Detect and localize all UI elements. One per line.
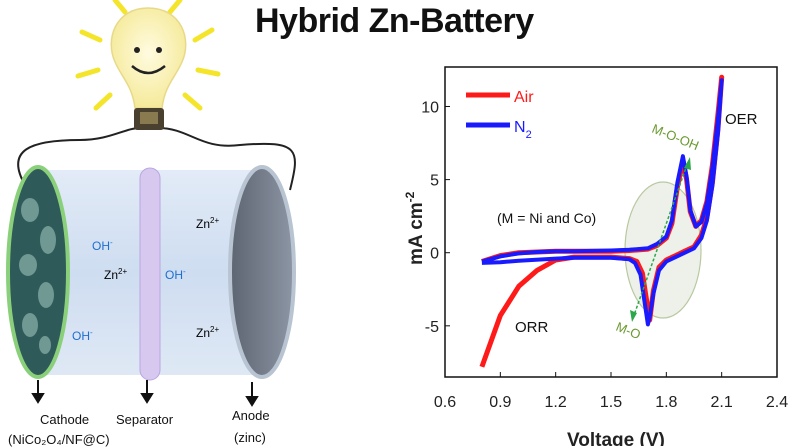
battery-diagram — [6, 0, 296, 407]
cathode-label: Cathode — [40, 412, 90, 427]
wire — [17, 127, 141, 186]
separator-label: Separator — [116, 412, 174, 427]
y-tick-label: 0 — [430, 246, 439, 263]
y-tick-label: -5 — [425, 319, 439, 336]
anode-disk — [228, 165, 296, 379]
ion-zinc: Zn2+ — [196, 216, 220, 231]
x-tick-label: 2.1 — [711, 394, 733, 411]
anode-material-label: (zinc) — [234, 430, 266, 445]
series-line-n2 — [481, 78, 724, 327]
ion-hydroxide: OH- — [92, 238, 113, 253]
x-tick-label: 1.2 — [545, 394, 567, 411]
legend-n2-label: N2 — [514, 119, 532, 141]
annotation-orr: ORR — [515, 319, 549, 336]
redox-arrow-head — [630, 157, 691, 322]
y-tick-label: 10 — [421, 99, 439, 116]
light-rays — [75, 0, 221, 111]
figure-title: Hybrid Zn-Battery — [255, 2, 534, 40]
x-tick-label: 0.6 — [434, 394, 456, 411]
cathode-material-label: (NiCo₂O₄/NF@C) — [8, 432, 110, 447]
annotation-mooh: M-O-OH — [650, 121, 701, 153]
x-axis-title: Voltage (V) — [567, 430, 665, 446]
redox-region-ellipse — [624, 181, 702, 319]
ion-hydroxide: OH- — [72, 328, 93, 343]
redox-arrow — [632, 161, 689, 319]
anode-label: Anode — [232, 408, 270, 423]
label-arrows — [31, 380, 259, 407]
annotation-oer: OER — [725, 111, 758, 128]
series-line-air — [479, 74, 725, 368]
annotation-metals: (M = Ni and Co) — [497, 210, 596, 226]
x-tick-label: 1.8 — [655, 394, 677, 411]
ion-hydroxide: OH- — [165, 267, 186, 282]
legend-air-label: Air — [514, 89, 534, 106]
plot-frame — [444, 66, 778, 378]
separator — [139, 167, 161, 381]
annotation-mo: M-O — [614, 319, 643, 342]
cathode-disk — [6, 165, 70, 379]
light-bulb-icon — [110, 7, 187, 130]
y-tick-label: 5 — [430, 173, 439, 190]
ion-zinc: Zn2+ — [104, 267, 128, 282]
x-tick-label: 2.4 — [766, 394, 788, 411]
wire — [157, 127, 296, 191]
x-tick-label: 0.9 — [489, 394, 511, 411]
y-axis-title: mA cm-2 — [403, 191, 427, 265]
ion-zinc: Zn2+ — [196, 325, 220, 340]
x-tick-label: 1.5 — [600, 394, 622, 411]
